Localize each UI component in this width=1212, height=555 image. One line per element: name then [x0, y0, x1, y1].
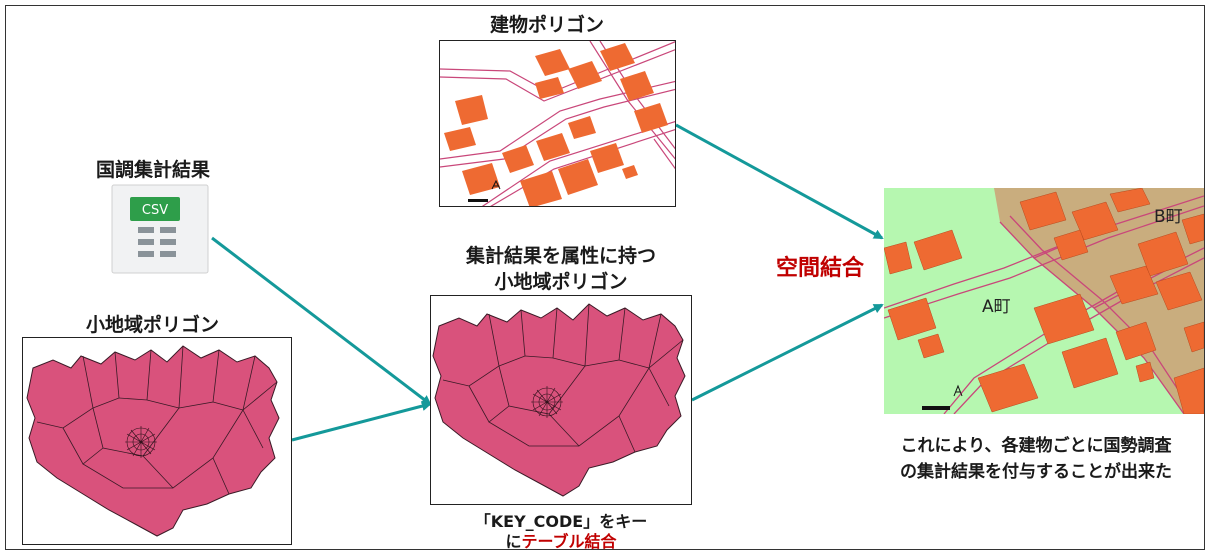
town-b-label: B町 [1154, 207, 1183, 227]
result-map: A町 B町 [884, 188, 1204, 414]
spatial-join-label: 空間結合 [776, 256, 865, 281]
joined-polygon-map [430, 295, 692, 505]
table-join-highlight: テーブル結合 [521, 532, 617, 551]
town-a-label: A町 [982, 297, 1011, 317]
result-caption-line1: これにより、各建物ごとに国勢調査 [900, 436, 1172, 456]
small-area-map [22, 337, 292, 545]
arrow-csv-to-joined [211, 236, 432, 406]
small-area-polygon-title: 小地域ポリゴン [86, 314, 220, 336]
arrow-smallarea-to-joined [291, 401, 432, 442]
csv-badge-text: CSV [142, 203, 168, 218]
joined-polygon-title: 集計結果を属性に持つ 小地域ポリゴン [430, 243, 692, 295]
building-polygon-title: 建物ポリゴン [490, 14, 605, 36]
building-polygon-map [439, 40, 676, 207]
result-caption: これにより、各建物ごとに国勢調査 の集計結果を付与することが出来た [868, 433, 1204, 485]
arrow-joined-to-result [691, 303, 884, 402]
csv-file-icon: CSV [110, 183, 210, 275]
result-caption-line2: の集計結果を付与することが出来た [900, 462, 1172, 482]
joined-polygon-title-line2: 小地域ポリゴン [494, 271, 628, 293]
table-join-caption-line1: 「KEY_CODE」をキー [474, 512, 648, 531]
joined-polygon-title-line1: 集計結果を属性に持つ [465, 245, 656, 267]
arrow-building-to-result [675, 123, 884, 240]
table-join-caption: 「KEY_CODE」をキー にテーブル結合 [430, 512, 692, 552]
table-join-caption-line2: にテーブル結合 [430, 532, 692, 552]
outer-frame [5, 5, 1205, 550]
census-results-title: 国調集計結果 [96, 159, 211, 181]
table-join-prefix: に [505, 532, 522, 551]
